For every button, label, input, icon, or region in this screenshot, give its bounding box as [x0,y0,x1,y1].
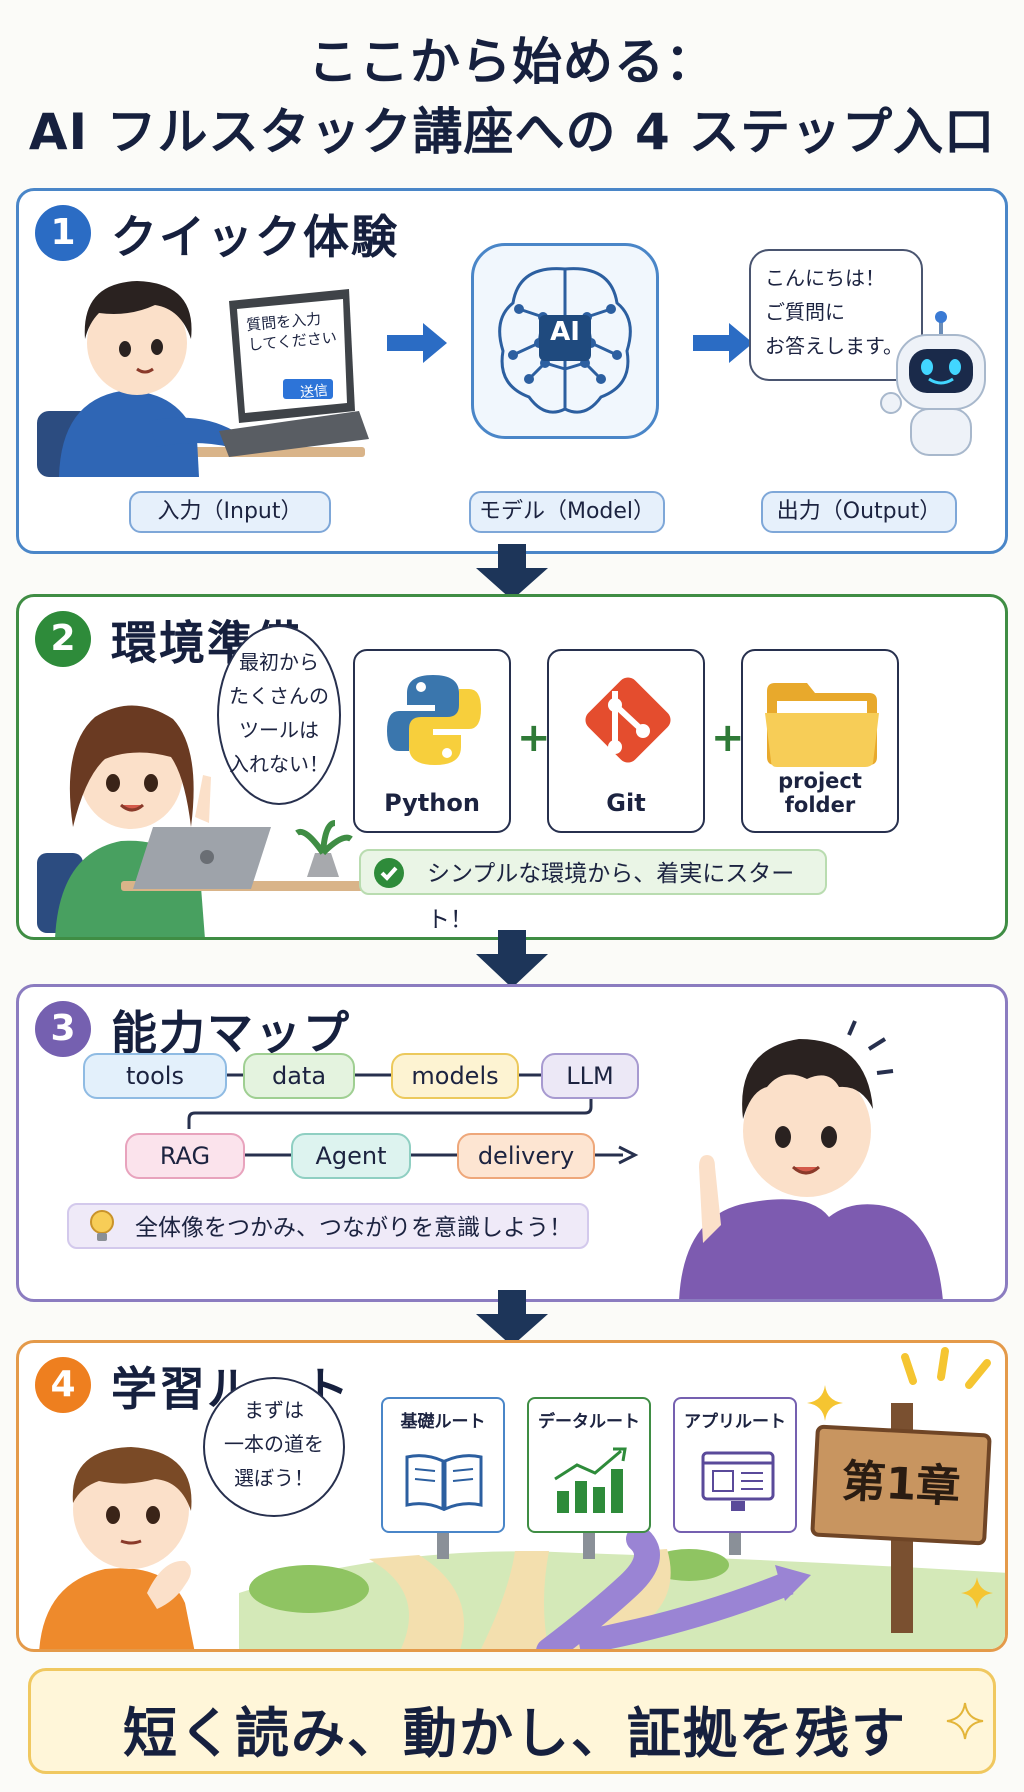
step-2-panel: 2 環境準備 最初から たくさんの ツールは 入れない！ Python + [16,594,1008,940]
step-4-panel: 4 学習ルート まずは 一本の道を 選ぼう！ 基礎ルート [16,1340,1008,1652]
tool-label-python: Python [384,789,480,817]
folder-icon [765,683,879,767]
node-tools: tools [83,1053,227,1099]
bubble-line-2: たくさんの [229,684,329,708]
brain-network-icon [498,267,632,414]
step-3-note-text: 全体像をつかみ、つながりを意識しよう！ [135,1215,572,1241]
right-arrow-icon [387,323,447,363]
bubble-line-3: ツールは [239,718,319,742]
tool-card-python: Python [353,649,511,833]
step-1-number: 1 [35,205,91,261]
down-arrow-icon [476,544,548,600]
down-arrow-icon [476,930,548,988]
route-sign-data: データルート [527,1397,651,1533]
shine-rays-icon [901,1347,991,1389]
step-3-panel: 3 能力マップ tools data models LLM RAG Agent … [16,984,1008,1302]
step-3-title: 能力マップ [111,1006,351,1060]
tag-output: 出力（Output） [761,491,957,533]
bar-chart-icon [554,1447,627,1513]
laptop-prompt: 質問を入力 してください [245,307,344,355]
node-agent: Agent [291,1133,411,1179]
title-line-1: ここから始める： [308,33,716,91]
step-2-number: 2 [35,611,91,667]
down-arrow-icon [476,1290,548,1346]
boy-thinking-illustration [39,1447,195,1649]
tag-model: モデル（Model） [469,491,665,533]
app-window-icon [701,1451,775,1511]
robot-icon [880,311,986,456]
boy-pointing-illustration [679,1020,943,1299]
plus-icon: + [711,715,745,761]
bubble-line-3: 選ぼう！ [234,1466,314,1490]
node-models: models [391,1053,519,1099]
git-logo-icon [585,677,671,763]
step-1-title: クイック体験 [111,210,399,264]
route-label-basics: 基礎ルート [400,1412,486,1432]
ai-chip-label: AI [550,317,580,347]
sign-post [437,1533,449,1559]
girl-at-laptop-illustration [37,705,365,937]
bubble-line-1: 最初から [239,650,319,674]
python-logo-icon [387,675,481,765]
tool-label-git: Git [606,789,646,817]
tag-input: 入力（Input） [129,491,331,533]
capability-map-connectors [187,1073,639,1165]
node-rag: RAG [125,1133,245,1179]
tool-card-project-folder: project folder [741,649,899,833]
open-book-icon [405,1454,483,1511]
step-2-note-text: シンプルな環境から、着実にスタート！ [427,861,795,933]
route-sign-app: アプリルート [673,1397,797,1533]
step-4-number: 4 [35,1357,91,1413]
lightbulb-icon [90,1210,114,1241]
sign-post [729,1533,741,1555]
route-landscape-illustration [239,1526,1005,1649]
route-label-app: アプリルート [684,1412,786,1432]
tool-card-git: Git [547,649,705,833]
step-3-number: 3 [35,1001,91,1057]
node-data: data [243,1053,355,1099]
footer-slogan: 短く読み、動かし、証拠を残す [123,1702,907,1765]
tool-label-project-folder: project folder [778,769,862,817]
chapter-1-sign: 第1章 [810,1424,992,1546]
step-3-note: 全体像をつかみ、つながりを意識しよう！ [67,1203,589,1249]
route-label-data: データルート [538,1412,640,1432]
node-llm: LLM [541,1053,639,1099]
check-circle-icon [374,858,404,888]
sparkle-icon [807,1385,843,1421]
right-arrow-icon [693,323,753,363]
girl-speech-bubble: 最初から たくさんの ツールは 入れない！ [217,625,341,805]
bubble-line-4: 入れない！ [229,752,329,776]
boy-at-laptop-illustration [37,281,369,477]
response-line-1: こんにちは！ [765,266,885,290]
bubble-line-1: まずは [244,1398,304,1422]
plus-icon: + [517,715,551,761]
ai-response-bubble: こんにちは！ ご質問に お答えします。 [749,249,923,381]
bubble-line-2: 一本の道を [224,1432,324,1456]
sparkle-icon [946,1702,984,1740]
step-1-panel: 1 クイック体験 質問を入力 してください 送信 [16,188,1008,554]
node-delivery: delivery [457,1133,595,1179]
title-line-2: AI フルスタック講座への 4 ステップ入口 [28,103,996,161]
response-line-2: ご質問に [765,300,845,324]
step-2-note: シンプルな環境から、着実にスタート！ [359,849,827,933]
response-line-3: お答えします。 [765,334,903,358]
boy-speech-bubble: まずは 一本の道を 選ぼう！ [203,1377,345,1517]
route-sign-basics: 基礎ルート [381,1397,505,1533]
sparkle-icon [961,1577,993,1609]
footer-banner: 短く読み、動かし、証拠を残す [28,1668,996,1774]
sign-post [583,1533,595,1559]
